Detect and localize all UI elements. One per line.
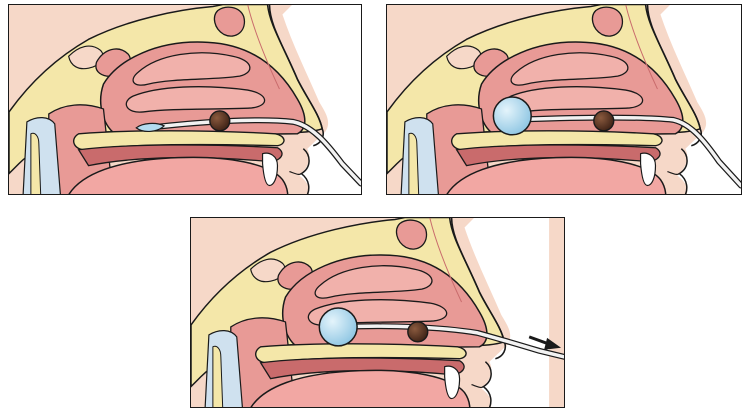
inflated-balloon (318, 307, 358, 347)
blood-clot (209, 110, 231, 132)
inflated-balloon (492, 96, 532, 136)
blood-clot (407, 321, 429, 343)
blood-clot (593, 110, 615, 132)
deflated-balloon (135, 122, 166, 133)
panel-step-3-tube-pulled-back (190, 217, 565, 408)
catheter-tube (146, 118, 361, 186)
panel-step-2-balloon-inflated (386, 4, 742, 195)
nasal-anatomy-diagram (387, 5, 741, 194)
catheter-tube (338, 324, 564, 359)
panel-step-1-tube-inserted (8, 4, 362, 195)
nasal-anatomy-diagram (191, 218, 564, 407)
pull-direction-arrow-icon (528, 335, 562, 350)
catheter-tube (504, 115, 741, 188)
nasal-anatomy-diagram (9, 5, 361, 194)
